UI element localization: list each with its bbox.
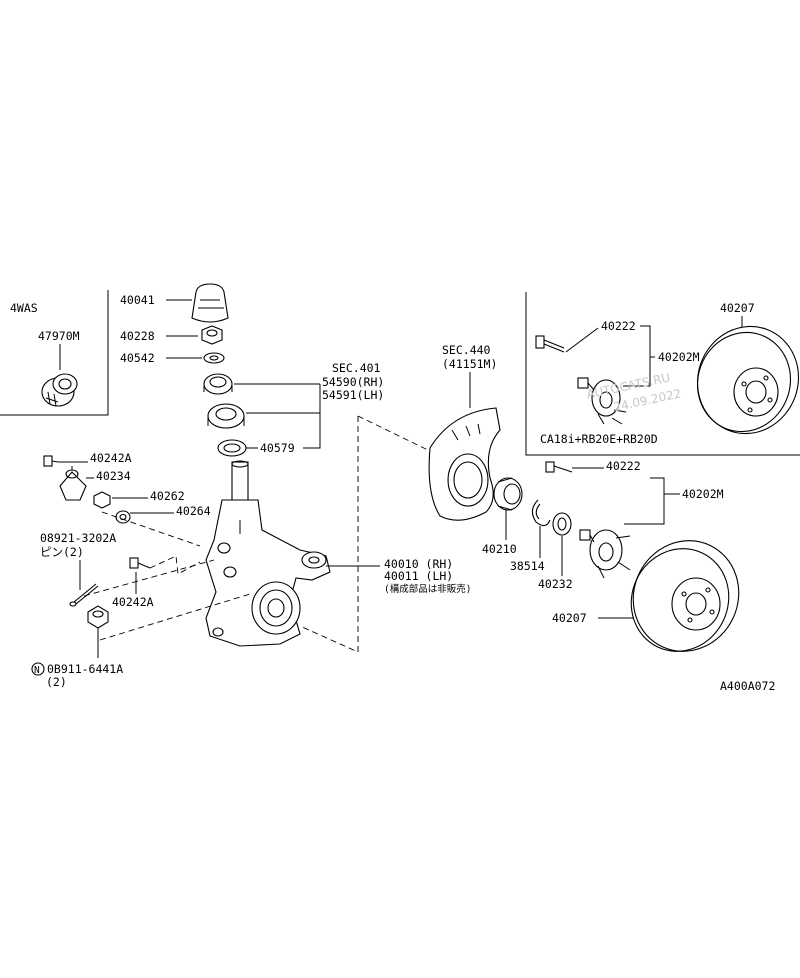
- inset-label-40202m: 40202M: [658, 350, 700, 364]
- bearing-upper-part: [203, 373, 233, 395]
- bearing-lower-part: [207, 403, 245, 429]
- label-not-sold: (構成部品は非販売): [384, 583, 471, 595]
- nut-part: [201, 325, 223, 345]
- label-08921: 08921-3202A: [40, 531, 116, 545]
- n-circle-letter: N: [34, 665, 40, 676]
- grease-seal-part: [552, 512, 572, 536]
- label-sec440: SEC.440: [442, 343, 491, 357]
- label-sec401: SEC.401: [332, 361, 381, 375]
- label-pin: ピン(2): [40, 545, 84, 559]
- inset-hub-part: [577, 377, 627, 425]
- cotter-pin-part: [69, 583, 99, 607]
- label-40041: 40041: [120, 293, 155, 307]
- ball-joint-part: [59, 466, 87, 501]
- label-08911: 0B911-6441A: [47, 662, 123, 676]
- dust-cover-part: [191, 283, 229, 323]
- inset-4was-title: 4WAS: [10, 301, 38, 315]
- wheel-bearing-part: [493, 477, 523, 511]
- seal-40579-part: [217, 439, 247, 457]
- label-54590: 54590(RH): [322, 375, 384, 389]
- main-hub-group: 40222 40202M: [545, 459, 724, 579]
- label-47970m: 47970M: [38, 329, 80, 343]
- snap-ring-part: [531, 499, 551, 527]
- inset-label-40222: 40222: [601, 319, 636, 333]
- label-40207: 40207: [552, 611, 587, 625]
- splash-shield-part: SEC.440 (41151M): [428, 343, 501, 521]
- nut-40262-part: [93, 491, 111, 509]
- inset-rotor-part: [696, 325, 800, 435]
- label-40232: 40232: [538, 577, 573, 591]
- inset-label-40207: 40207: [720, 301, 755, 315]
- label-40579: 40579: [260, 441, 295, 455]
- washer-part: [203, 352, 225, 364]
- bolt-40242a-bottom-part: [129, 557, 151, 569]
- inset-hub-bolt-part: [535, 335, 565, 353]
- hub-part: [579, 529, 631, 579]
- label-40222: 40222: [606, 459, 641, 473]
- inset-variant-label: CA18i+RB20E+RB20D: [540, 432, 658, 446]
- sensor-ring-part: [41, 373, 78, 407]
- label-41151m: (41151M): [442, 357, 497, 371]
- label-40210: 40210: [482, 542, 517, 556]
- diagram-code: A400A072: [720, 679, 775, 693]
- label-40542: 40542: [120, 351, 155, 365]
- label-40264: 40264: [176, 504, 211, 518]
- label-40242a-bottom: 40242A: [112, 595, 154, 609]
- parts-top-stack: 40041 40228 40542: [120, 283, 384, 457]
- label-40234: 40234: [96, 469, 131, 483]
- hub-bolt-part: [545, 461, 573, 473]
- label-38514: 38514: [510, 559, 545, 573]
- inset-4was: 4WAS 47970M: [0, 290, 109, 416]
- label-08911-qty: (2): [46, 675, 67, 689]
- n-circle-icon: [31, 662, 45, 676]
- label-40242a-top: 40242A: [90, 451, 132, 465]
- label-40202m: 40202M: [682, 487, 724, 501]
- hub-bearing-group: 40210 38514 40232: [482, 477, 573, 591]
- label-40010: 40010 (RH): [384, 557, 453, 571]
- steering-knuckle-part: [205, 460, 331, 647]
- label-40228: 40228: [120, 329, 155, 343]
- washer-40264-part: [115, 510, 131, 524]
- label-40011: 40011 (LH): [384, 569, 453, 583]
- label-54591: 54591(LH): [322, 388, 384, 402]
- bolt-40242a-top-part: [43, 455, 59, 467]
- label-40262: 40262: [150, 489, 185, 503]
- parts-left-side: 40242A 40234 40262 40264 08921-3202A ピン(…: [31, 451, 211, 689]
- nut-08911-part: [87, 605, 109, 629]
- inset-ca18i: CA18i+RB20E+RB20D 40222 40202M 40207: [525, 292, 800, 456]
- dashed-assembly-lines: [83, 415, 433, 653]
- brake-rotor-part: [630, 540, 740, 652]
